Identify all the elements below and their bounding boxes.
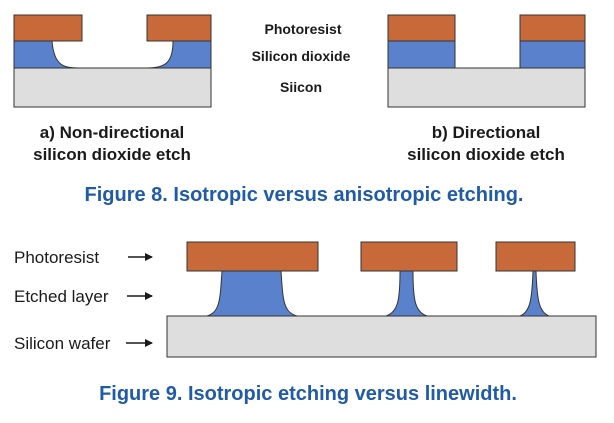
label-silicon-dioxide: Silicon dioxide [252,48,351,64]
etched-layer-narrow [519,270,550,317]
photoresist-block-1 [186,241,319,272]
panel-a-photoresist-right [146,14,212,42]
label-silicon-wafer: Silicon wafer [14,334,111,353]
label-silicon: Siicon [280,79,322,95]
panel-b-oxide-left [387,40,456,69]
panel-b-caption-line2: silicon dioxide etch [407,145,565,164]
panel-b-photoresist-left [387,14,456,42]
silicon-wafer [166,315,597,358]
panel-b-photoresist-right [519,14,586,42]
panel-b-diagram [387,14,586,108]
panel-b-oxide-right [519,40,586,69]
panel-a-diagram [13,14,212,108]
panel-a-silicon-substrate [13,67,212,108]
panel-b-silicon-substrate [387,67,586,108]
panel-a-caption-line2: silicon dioxide etch [33,145,191,164]
figure8-title: Figure 8. Isotropic versus anisotropic e… [85,184,524,206]
label-photoresist-fig9: Photoresist [14,248,99,267]
figure9-title: Figure 9. Isotropic etching versus linew… [99,383,517,405]
photoresist-block-2 [360,241,458,272]
panel-b-caption-line1: b) Directional [432,123,541,142]
label-photoresist: Photoresist [264,21,341,37]
etched-layer-wide [206,270,298,317]
etched-layer-medium [385,270,428,317]
panel-a-caption-line1: a) Non-directional [40,123,185,142]
panel-a-photoresist-left [13,14,83,42]
figure9-diagram [166,241,597,358]
label-etched-layer: Etched layer [14,287,109,306]
panel-a-oxide-layer [13,40,212,69]
photoresist-block-3 [495,241,576,272]
